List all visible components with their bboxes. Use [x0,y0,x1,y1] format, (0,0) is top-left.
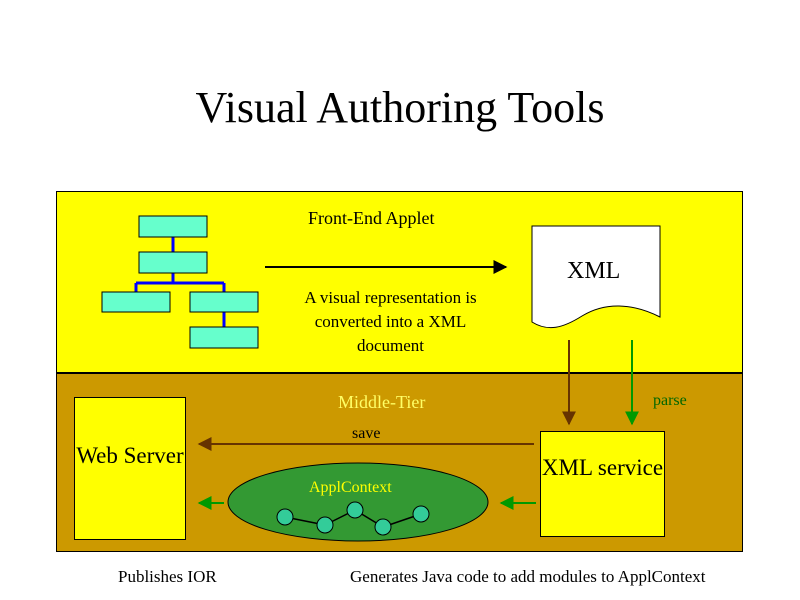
web-server-box [74,397,186,540]
tree-node-right-child [189,291,259,313]
publishes-ior-caption: Publishes IOR [118,567,217,586]
tree-node-left-child [101,291,171,313]
middle-tier-label: Middle-Tier [338,392,426,412]
tree-node-root [138,215,208,238]
xml-document-shape [531,225,661,329]
xml-document-label: XML [567,258,621,284]
xml-service-label: XML service [541,455,664,480]
context-module-node [316,516,334,534]
context-module-node [412,505,430,523]
tree-connectors [134,237,226,327]
generates-code-caption: Generates Java code to add modules to Ap… [350,567,706,586]
parse-label: parse [653,392,687,409]
xml-service-box [540,431,665,537]
front-end-applet-label: Front-End Applet [308,208,435,228]
conversion-description: A visual representation is converted int… [304,288,477,355]
web-server-label: Web Server [76,443,184,468]
context-module-node [276,508,294,526]
tree-node-grandchild [189,326,259,349]
slide-title: Visual Authoring Tools [195,83,605,132]
tree-node-level-2 [138,251,208,274]
appl-context-label: ApplContext [309,479,392,496]
context-module-node [346,501,364,519]
appl-context-ellipse [227,462,489,542]
context-module-node [374,518,392,536]
save-label: save [352,425,381,442]
